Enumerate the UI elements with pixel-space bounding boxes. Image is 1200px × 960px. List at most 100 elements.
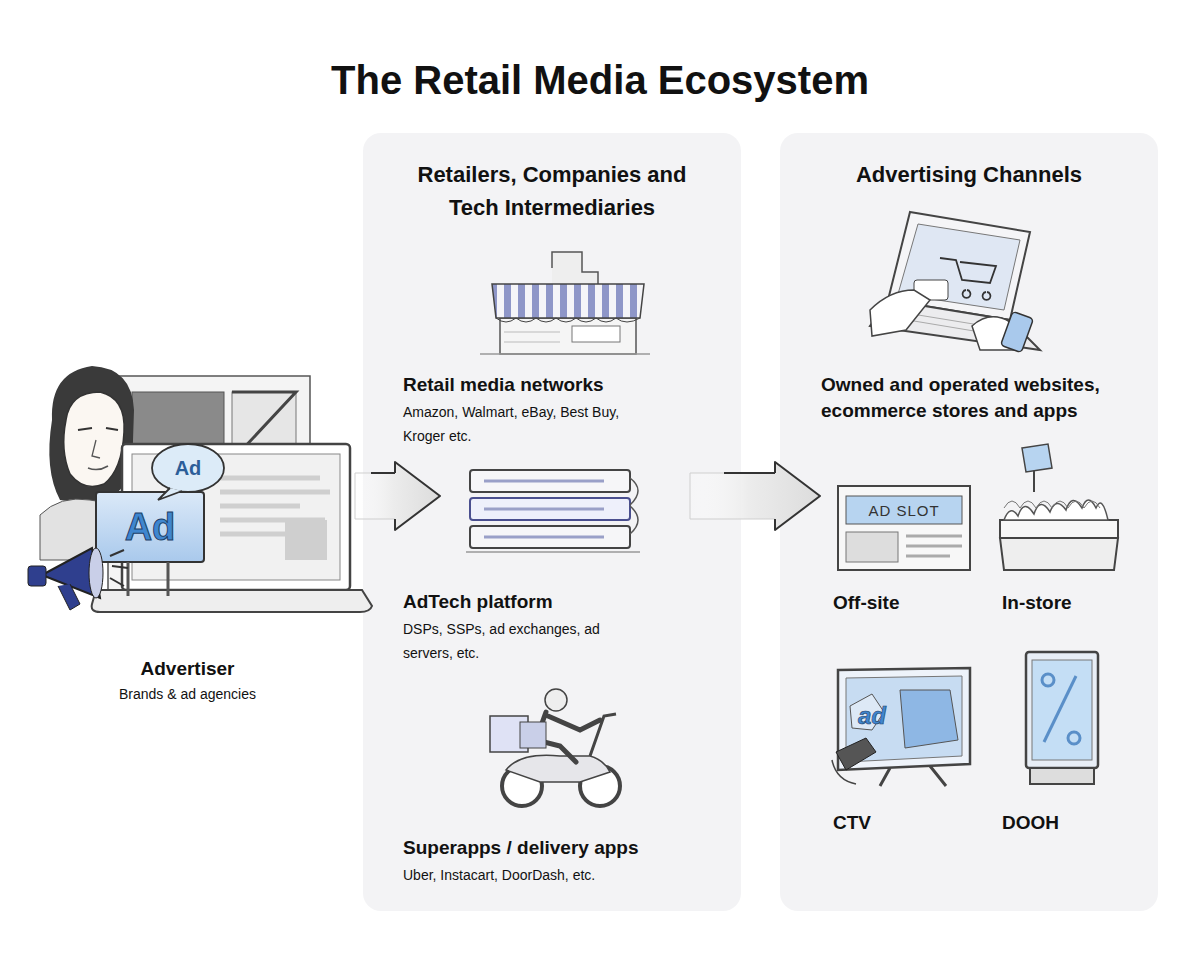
ctv-screen-icon-part [880, 766, 946, 786]
instore-channel-item: In-store [1002, 590, 1152, 622]
dooh-screen-icon-part [1042, 674, 1054, 686]
advertiser-illustration-part [108, 376, 310, 596]
retail-network-item: Retail media networksAmazon, Walmart, eB… [403, 372, 723, 454]
store-icon-part [480, 353, 650, 355]
delivery-scooter-icon-part [520, 722, 546, 748]
ctv-screen-icon-part [838, 668, 970, 770]
server-icon-part [466, 551, 640, 553]
item-heading: AdTech platform [403, 589, 723, 615]
in-store-shelf-icon-part [1004, 501, 1100, 508]
item-heading: Off-site [833, 590, 983, 616]
advertiser-illustration-part [220, 478, 330, 534]
advertiser-illustration-part [128, 562, 168, 596]
advertiser-illustration-part [88, 466, 108, 470]
advertiser-illustration-part [132, 392, 224, 502]
ctv-ad-text: ad [858, 702, 886, 730]
in-store-shelf-icon-part [1033, 470, 1035, 492]
item-heading: In-store [1002, 590, 1152, 616]
item-heading: Retail media networks [403, 372, 723, 398]
store-icon-part [492, 284, 644, 318]
advertiser-node: AdvertiserBrands & ad agencies [20, 340, 355, 712]
advertiser-illustration-part [28, 566, 46, 586]
advertiser-illustration-part [285, 520, 327, 560]
ad-slot-page-icon-part [906, 536, 962, 556]
superapp-item: Superapps / delivery appsUber, Instacart… [403, 835, 723, 893]
ecommerce-laptop-icon [870, 212, 1040, 353]
item-heading: Advertiser [141, 656, 235, 682]
flow-arrow-body [690, 462, 820, 530]
ad-slot-text: AD SLOT [868, 502, 939, 519]
delivery-scooter-icon [490, 689, 620, 806]
item-heading: Superapps / delivery apps [403, 835, 723, 861]
advertiser-illustration-part [92, 590, 372, 612]
server-icon-part [470, 470, 630, 492]
flow-arrow-head [371, 462, 440, 530]
dooh-screen-icon-part [1068, 732, 1080, 744]
advertiser-illustration-part [78, 428, 118, 430]
dooh-screen-icon-part [1044, 676, 1076, 742]
ecommerce-laptop-icon-part [972, 317, 1018, 350]
delivery-scooter-icon-part [545, 689, 567, 711]
flow-arrow-head [724, 462, 820, 530]
store-icon-part [552, 252, 598, 292]
item-detail: Brands & ad agencies [119, 684, 256, 704]
advertiser-illustration [28, 366, 372, 612]
advertiser-illustration-part [122, 444, 350, 590]
advertiser-illustration-part [152, 444, 224, 492]
in-store-shelf-icon-part [1004, 500, 1108, 520]
dooh-screen-icon-part [1030, 768, 1094, 784]
ecommerce-laptop-icon-part [1001, 311, 1034, 352]
advertiser-illustration-part [232, 392, 296, 452]
item-heading: DOOH [1002, 810, 1152, 836]
advertiser-illustration-part [89, 548, 103, 598]
delivery-scooter-icon-part [502, 766, 542, 806]
offsite-channel-item: Off-site [833, 590, 983, 622]
diagram-title: The Retail Media Ecosystem [0, 56, 1200, 104]
in-store-shelf-icon [1000, 444, 1118, 570]
ecommerce-laptop-icon-part [898, 224, 1020, 310]
server-icon [466, 470, 640, 552]
ecommerce-laptop-icon-part [914, 280, 948, 300]
delivery-scooter-icon-part [536, 712, 600, 762]
advertiser-illustration-part [96, 492, 204, 562]
ctv-screen-icon-part [900, 690, 958, 748]
item-detail: DSPs, SSPs, ad exchanges, ad servers, et… [403, 617, 603, 665]
store-icon-part [500, 318, 636, 354]
delivery-scooter-icon-part [506, 755, 610, 782]
ctv-screen-icon [832, 668, 970, 786]
advertiser-illustration-part [92, 440, 100, 458]
ad-slot-page-icon-part [846, 532, 898, 562]
ecommerce-laptop-icon-part [870, 300, 1040, 350]
store-icon-part [504, 332, 560, 342]
owned-channel-item: Owned and operated websites, ecommerce s… [821, 372, 1139, 430]
store-icon-part [496, 318, 640, 322]
server-icon-part [630, 478, 638, 534]
adtech-item: AdTech platformDSPs, SSPs, ad exchanges,… [403, 589, 723, 671]
advertiser-illustration-part [42, 548, 100, 598]
screen-ad: Ad [125, 506, 176, 549]
dooh-screen-icon [1026, 652, 1098, 784]
panel-heading: Retailers, Companies and Tech Intermedia… [392, 158, 712, 224]
ecommerce-laptop-icon-part [896, 312, 1016, 338]
flow-arrow-body [355, 462, 440, 530]
item-detail: Amazon, Walmart, eBay, Best Buy, Kroger … [403, 400, 623, 448]
store-icon [480, 252, 650, 354]
item-heading: Owned and operated websites, ecommerce s… [821, 372, 1139, 424]
advertiser-illustration-part [158, 488, 182, 500]
flow-arrow [355, 462, 440, 530]
channels-panel: Advertising ChannelsOwned and operated w… [780, 133, 1158, 911]
delivery-scooter-icon-part [590, 714, 616, 756]
ctv-screen-icon-part [836, 738, 876, 770]
server-icon-part [470, 526, 630, 548]
advertiser-illustration-part [49, 366, 134, 505]
dooh-channel-item: DOOH [1002, 810, 1152, 842]
ecommerce-laptop-icon-part [940, 258, 996, 300]
delivery-scooter-icon-part [490, 716, 528, 752]
ecommerce-laptop-icon-part [888, 212, 1030, 320]
in-store-shelf-icon-part [1022, 444, 1052, 472]
dooh-screen-icon-part [1032, 660, 1092, 760]
ecommerce-laptop-icon-part [870, 290, 930, 336]
ad-slot-page-icon [838, 486, 970, 570]
